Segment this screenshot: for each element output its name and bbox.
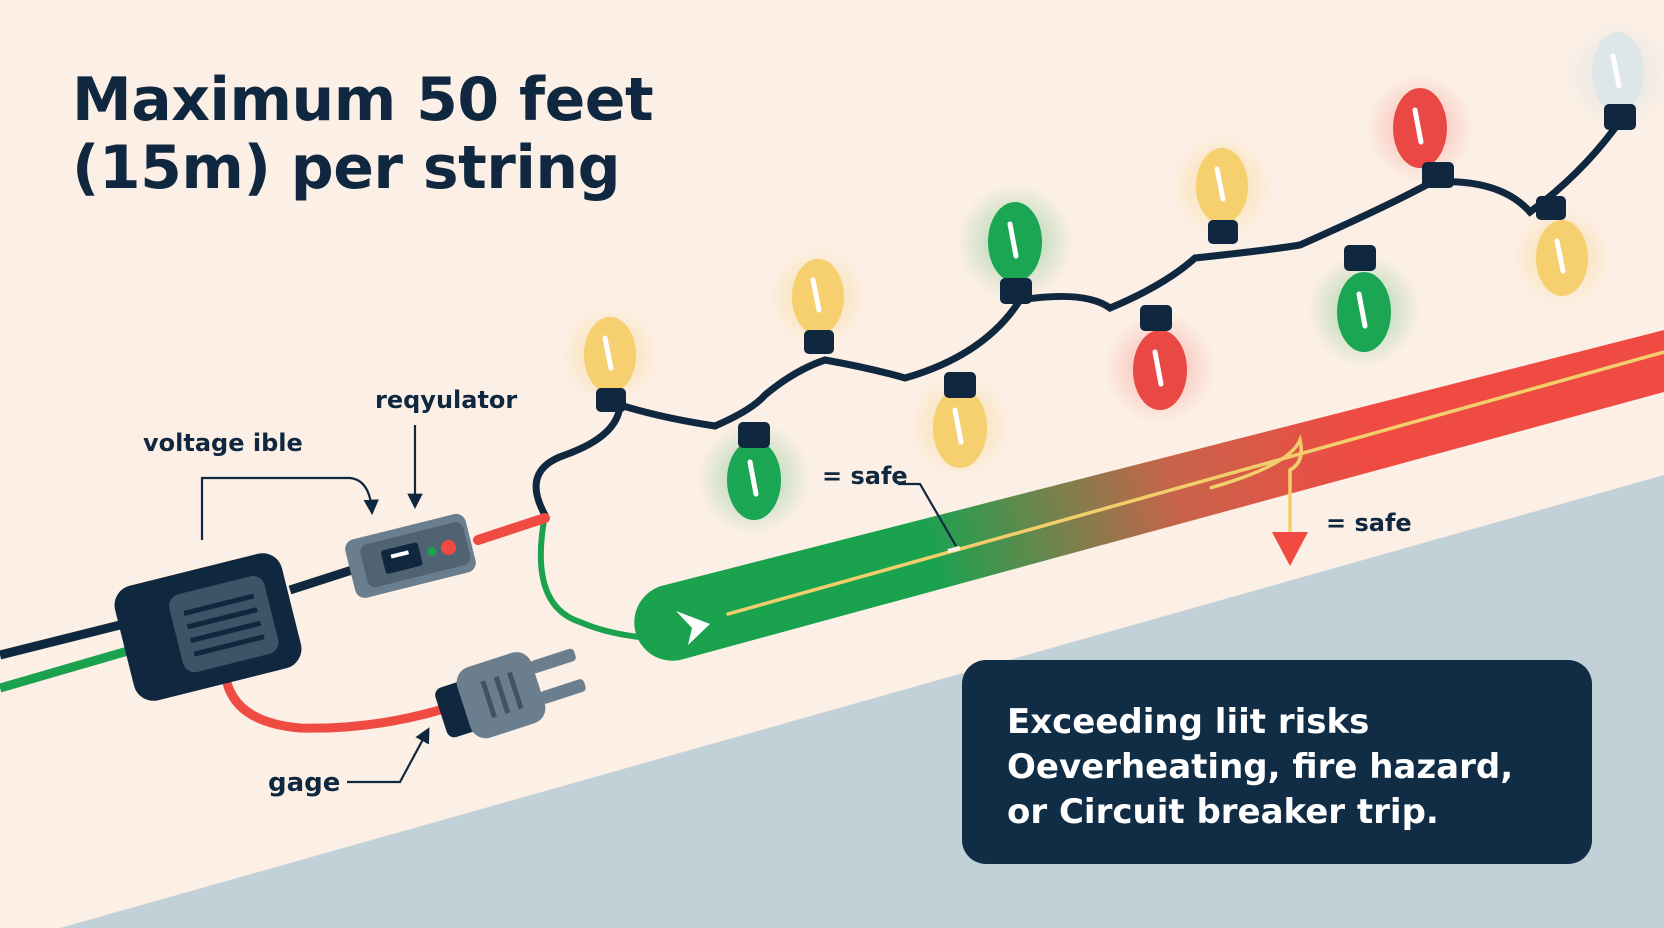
danger-marker (1209, 434, 1308, 566)
bulb-yellow (768, 247, 868, 354)
light-string-wire (532, 124, 1619, 519)
label-regulator: reqyulator (375, 386, 517, 414)
string-feed-green (537, 512, 653, 641)
warning-line-1: Exceeding liit risks (1007, 702, 1370, 742)
bulb-yellow (1170, 134, 1274, 244)
warning-line-3: or Circuit breaker trip. (1007, 792, 1439, 832)
bulb-yellow (1512, 196, 1612, 307)
title-line-2: (15m) per string (72, 133, 621, 203)
power-block (114, 553, 302, 701)
bulbs (560, 21, 1664, 534)
label-safe-1: = safe (822, 462, 908, 490)
bulb-yellow (560, 305, 660, 412)
input-cables (0, 513, 550, 733)
warning-line-2: Oeverheating, fire hazard, (1007, 747, 1514, 787)
bulb-white (1564, 21, 1664, 130)
label-voltage: voltage ible (143, 429, 303, 457)
bulb-green (698, 422, 810, 534)
regulator-box (345, 513, 476, 598)
bulb-green (1308, 245, 1420, 366)
title-line-1: Maximum 50 feet (72, 65, 654, 135)
page-title: Maximum 50 feet (15m) per string (72, 65, 654, 203)
warning-callout: Exceeding liit risks Oeverheating, fire … (962, 660, 1592, 864)
bulb-green (957, 184, 1073, 304)
label-safe-2: = safe (1326, 509, 1412, 537)
start-arrow-icon (676, 611, 710, 645)
callout-leaders (200, 425, 430, 784)
safe-leader-1 (898, 482, 957, 547)
voltage-leader (200, 476, 379, 540)
plug-icon (435, 648, 586, 739)
bulb-yellow (908, 372, 1012, 478)
bulb-red (1104, 305, 1216, 424)
label-gage: gage (268, 768, 340, 798)
down-arrow-icon (1272, 532, 1308, 566)
gage-leader (347, 727, 430, 784)
bulb-red (1366, 74, 1474, 188)
length-bar (634, 330, 1664, 661)
